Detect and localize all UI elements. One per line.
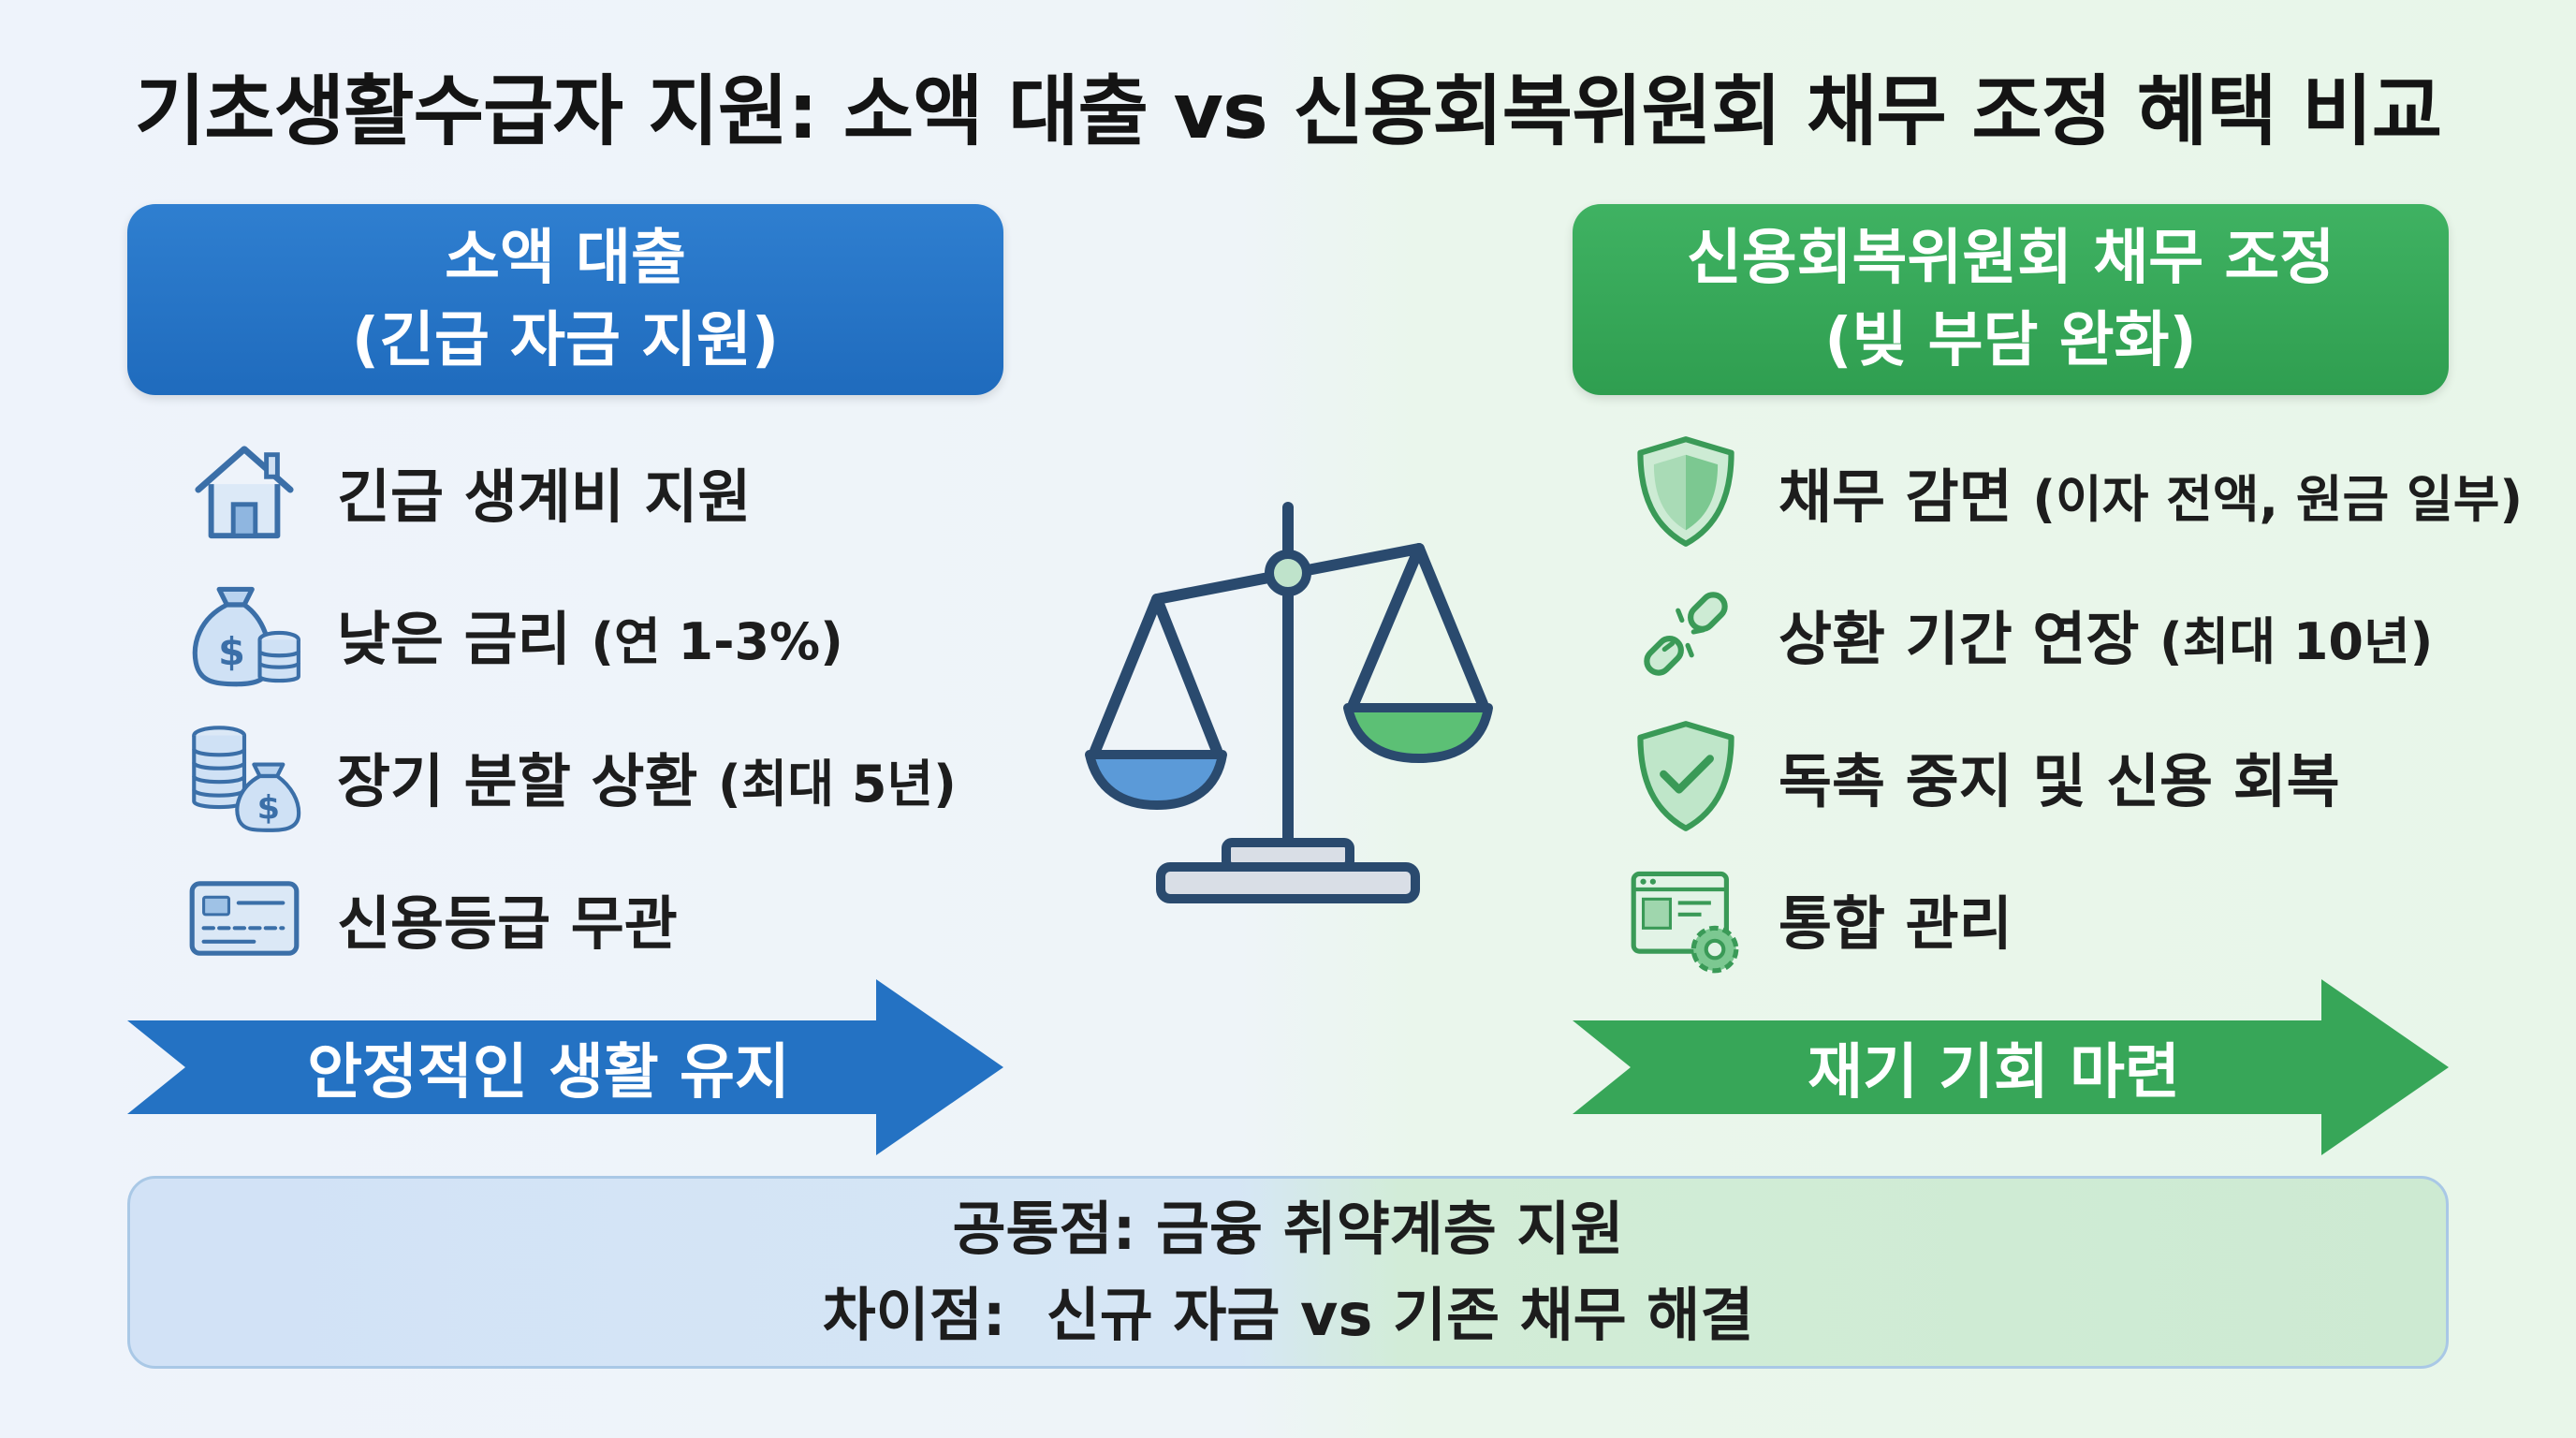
broken-chain-icon [1625, 573, 1747, 695]
debt-adjustment-header-title: 신용회복위원회 채무 조정 [1686, 224, 2335, 293]
list-item: 신용등급 무관 [183, 858, 678, 979]
id-card-icon [183, 858, 305, 979]
svg-text:$: $ [257, 788, 280, 827]
list-item-text: 장기 분할 상환 [337, 747, 718, 815]
list-item-text: 통합 관리 [1778, 889, 2012, 958]
list-item-subtext: (연 1-3%) [591, 612, 843, 671]
window-gear-icon [1625, 858, 1747, 979]
list-item: 긴급 생계비 지원 [183, 431, 751, 552]
shield-icon [1625, 431, 1747, 552]
list-item-subtext: (최대 10년) [2159, 612, 2434, 671]
second-chance-arrow: 재기 기회 마련 [1573, 979, 2452, 1155]
list-item: 독촉 중지 및 신용 회복 [1625, 715, 2340, 837]
stable-life-arrow: 안정적인 생활 유지 [127, 979, 1007, 1155]
summary-common: 공통점: 금융 취약계층 지원 [952, 1195, 1624, 1263]
second-chance-arrow-label: 재기 기회 마련 [1808, 1038, 2180, 1108]
micro-loan-header: 소액 대출 (긴급 자금 지원) [127, 204, 1003, 395]
balance-scale-icon [1076, 496, 1507, 931]
house-icon [183, 431, 305, 552]
money-bag-coins-icon: $ [183, 573, 305, 695]
list-item: 상환 기간 연장 (최대 10년) [1625, 573, 2433, 695]
micro-loan-header-title: 소액 대출 [445, 224, 686, 293]
list-item-text: 채무 감면 [1778, 462, 2033, 531]
list-item: $ 장기 분할 상환 (최대 5년) [183, 715, 957, 837]
list-item-text: 상환 기간 연장 [1778, 605, 2159, 673]
list-item-subtext: (최대 5년) [718, 755, 957, 814]
list-item-text: 신용등급 무관 [337, 889, 678, 958]
debt-adjustment-header-subtitle: (빚 부담 완화) [1824, 306, 2197, 375]
list-item: 채무 감면 (이자 전액, 원금 일부) [1625, 431, 2523, 552]
micro-loan-header-subtitle: (긴급 자금 지원) [351, 306, 780, 375]
list-item-subtext: (이자 전액, 원금 일부) [2032, 470, 2524, 529]
stable-life-arrow-label: 안정적인 생활 유지 [307, 1038, 790, 1108]
list-item: 통합 관리 [1625, 858, 2012, 979]
list-item-text: 낮은 금리 [337, 605, 592, 673]
coins-money-bag-icon: $ [183, 715, 305, 837]
shield-check-icon [1625, 715, 1747, 837]
list-item-text: 긴급 생계비 지원 [337, 462, 752, 531]
list-item-text: 독촉 중지 및 신용 회복 [1778, 747, 2340, 815]
summary-difference: 차이점: 신규 자금 vs 기존 채무 해결 [822, 1281, 1754, 1349]
page-title: 기초생활수급자 지원: 소액 대출 vs 신용회복위원회 채무 조정 혜택 비교 [134, 67, 2442, 156]
debt-adjustment-header: 신용회복위원회 채무 조정 (빚 부담 완화) [1573, 204, 2449, 395]
summary-box: 공통점: 금융 취약계층 지원 차이점: 신규 자금 vs 기존 채무 해결 [127, 1176, 2449, 1369]
list-item: $ 낮은 금리 (연 1-3%) [183, 573, 843, 695]
svg-text:$: $ [218, 629, 245, 674]
